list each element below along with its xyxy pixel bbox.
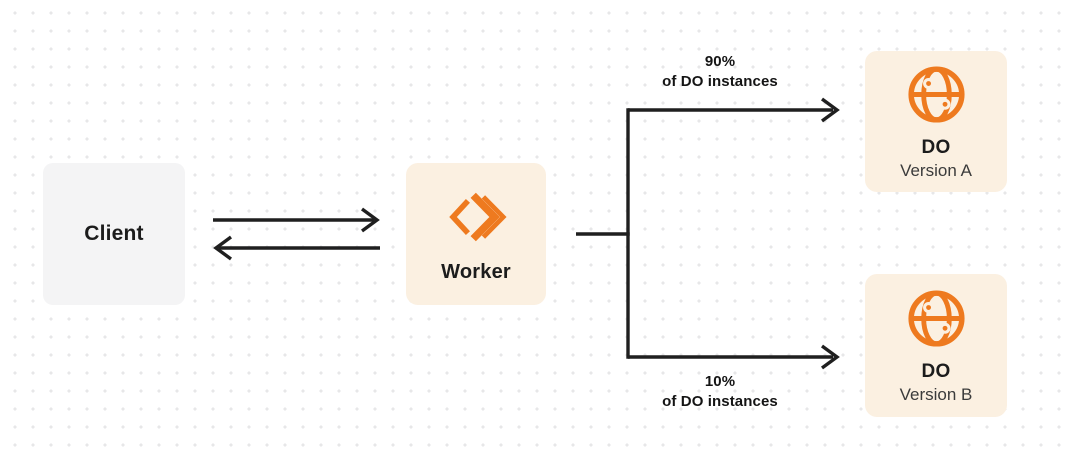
client-node: Client [43,163,185,305]
do-a-subtitle: Version A [900,160,972,180]
worker-node: Worker [406,163,546,305]
edge-label-10-percent-caption: of DO instances [662,393,778,410]
branch-connector [576,108,630,359]
client-label: Client [84,222,144,245]
cloudflare-workers-logo-icon [445,186,507,248]
edge-label-90-percent: 90% of DO instances [610,52,830,92]
arrow-client-to-worker [213,207,380,233]
do-version-a-node: DO Version A [865,51,1007,192]
do-version-b-node: DO Version B [865,274,1007,417]
arrow-branch-to-do-b [628,344,840,370]
durable-object-globe-icon [906,288,967,349]
do-b-title: DO [921,360,951,382]
do-a-title: DO [921,136,951,158]
edge-label-90-percent-value: 90% [704,53,736,70]
arrow-branch-to-do-a [628,97,840,123]
worker-label: Worker [441,261,511,283]
arrow-worker-to-client [213,235,380,261]
edge-label-10-percent-value: 10% [704,373,736,390]
edge-label-10-percent: 10% of DO instances [610,372,830,412]
do-b-subtitle: Version B [899,384,973,404]
edge-label-90-percent-caption: of DO instances [662,73,778,90]
durable-object-globe-icon [906,64,967,125]
